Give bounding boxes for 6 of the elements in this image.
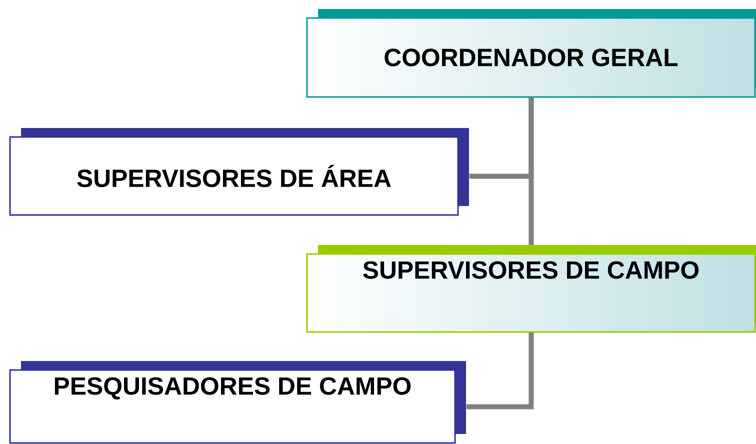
org-box: SUPERVISORES DE CAMPO [306,245,756,333]
org-box: COORDENADOR GERAL [306,9,756,98]
connector-line [466,332,534,410]
org-box: SUPERVISORES DE ÁREA [9,128,469,216]
org-box: PESQUISADORES DE CAMPO [9,361,466,444]
connector-line [528,97,534,245]
